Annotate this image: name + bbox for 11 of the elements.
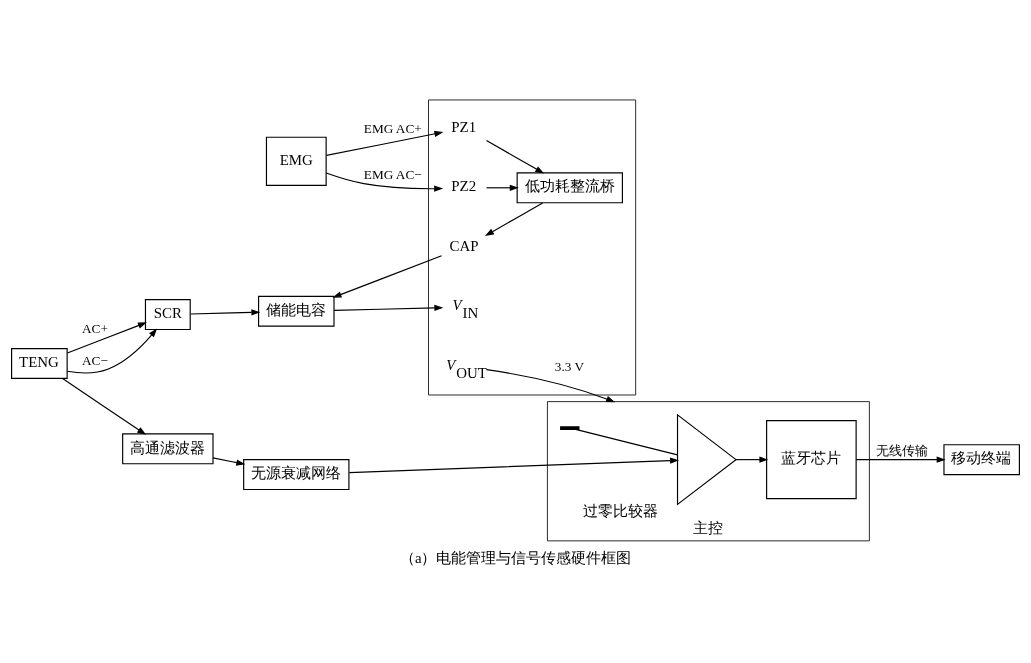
edge-label: AC+ [82, 320, 108, 336]
edge-label: EMG AC+ [363, 120, 422, 136]
edge-label: 无线传输 [876, 442, 929, 458]
node-text: PZ2 [451, 177, 477, 194]
node-text: CAP [449, 237, 479, 254]
caption: （a）电能管理与信号传感硬件框图 [399, 549, 632, 566]
node-label: 过零比较器 [582, 502, 658, 519]
edge-label: EMG AC− [363, 166, 422, 182]
edge-label: 3.3 V [554, 358, 585, 374]
node-text: PZ1 [451, 118, 477, 135]
edge-label: AC− [82, 352, 108, 368]
